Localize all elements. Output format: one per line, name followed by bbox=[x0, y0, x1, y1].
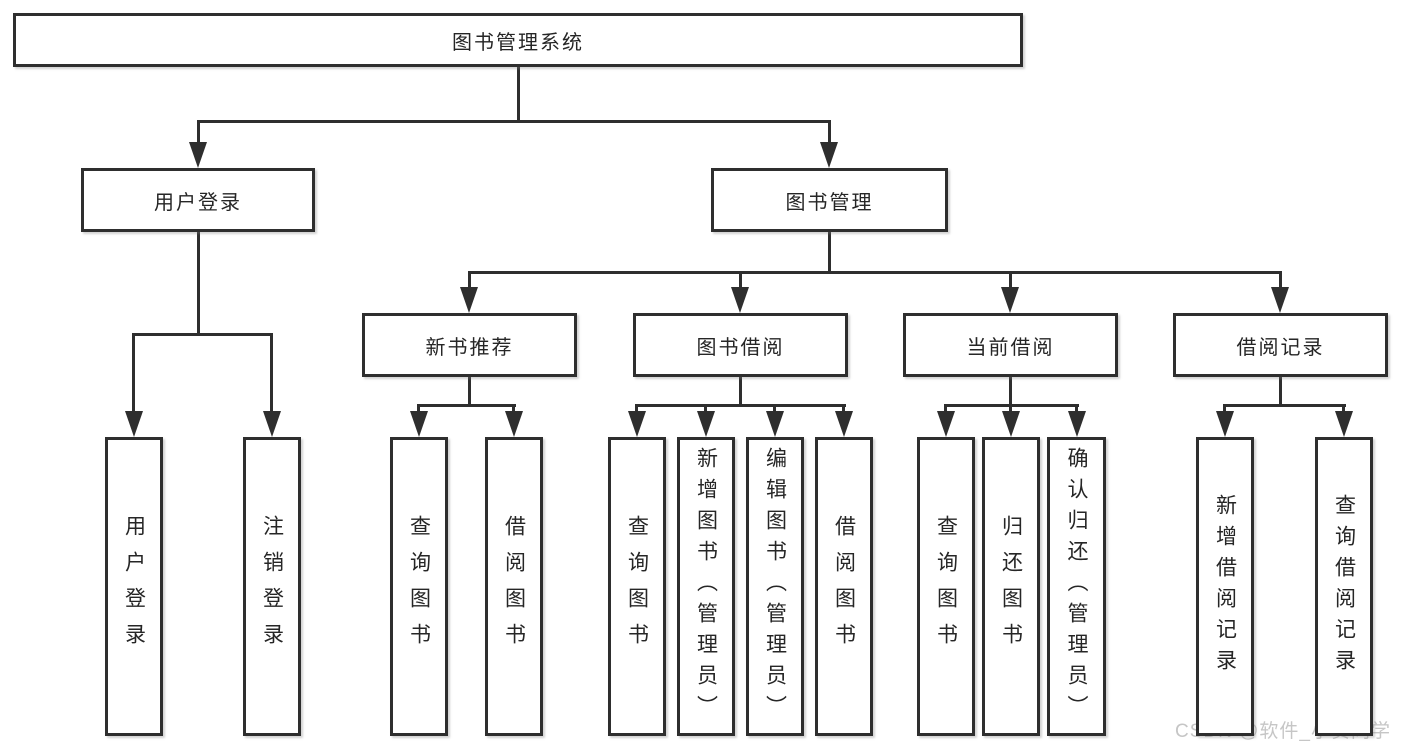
node-borrow-records: 借阅记录 bbox=[1173, 313, 1388, 377]
connector-line bbox=[197, 232, 200, 335]
arrowhead-down-icon bbox=[460, 287, 478, 313]
connector-line bbox=[417, 404, 420, 416]
node-book-management: 图书管理 bbox=[711, 168, 948, 232]
connector-line bbox=[517, 67, 520, 123]
node-label: 借阅图书 bbox=[502, 514, 526, 659]
node-label: 查询图书 bbox=[934, 514, 958, 659]
connector-line bbox=[944, 404, 947, 416]
node-new-book-recommend: 新书推荐 bbox=[362, 313, 577, 377]
node-label: 编辑图书（管理员） bbox=[763, 447, 787, 726]
connector-line bbox=[468, 271, 471, 289]
arrowhead-down-icon bbox=[1335, 411, 1353, 437]
node-label: 借阅记录 bbox=[1236, 336, 1325, 359]
node-label: 新增图书（管理员） bbox=[694, 447, 718, 726]
connector-line bbox=[1279, 377, 1282, 406]
connector-line bbox=[828, 120, 831, 144]
arrowhead-down-icon bbox=[1002, 411, 1020, 437]
node-label: 新增借阅记录 bbox=[1213, 493, 1237, 680]
connector-line bbox=[1009, 404, 1012, 416]
connector-line bbox=[1342, 404, 1345, 416]
arrowhead-down-icon bbox=[505, 411, 523, 437]
node-leaf-current-confirm-return: 确认归还（管理员） bbox=[1047, 437, 1106, 736]
arrowhead-down-icon bbox=[835, 411, 853, 437]
arrowhead-down-icon bbox=[410, 411, 428, 437]
connector-line bbox=[270, 333, 273, 413]
connector-line bbox=[635, 404, 846, 407]
connector-line bbox=[1009, 271, 1012, 289]
node-label: 新书推荐 bbox=[425, 336, 514, 359]
arrowhead-down-icon bbox=[937, 411, 955, 437]
node-label: 图书管理系统 bbox=[452, 31, 584, 54]
arrowhead-down-icon bbox=[1068, 411, 1086, 437]
connector-line bbox=[1279, 271, 1282, 289]
connector-line bbox=[704, 404, 707, 416]
connector-line bbox=[468, 377, 471, 406]
connector-line bbox=[739, 377, 742, 406]
node-label: 图书借阅 bbox=[696, 336, 785, 359]
node-leaf-borrow-borrow-book: 借阅图书 bbox=[815, 437, 873, 736]
arrowhead-down-icon bbox=[1001, 287, 1019, 313]
connector-line bbox=[773, 404, 776, 416]
arrowhead-down-icon bbox=[628, 411, 646, 437]
node-leaf-user-login: 用户登录 bbox=[105, 437, 163, 736]
connector-line bbox=[842, 404, 845, 416]
connector-line bbox=[197, 120, 200, 144]
node-label: 查询图书 bbox=[625, 514, 649, 659]
arrowhead-down-icon bbox=[731, 287, 749, 313]
connector-line bbox=[512, 404, 515, 416]
node-leaf-records-add-record: 新增借阅记录 bbox=[1196, 437, 1254, 736]
connector-line bbox=[1009, 377, 1012, 406]
node-leaf-recommend-borrow-book: 借阅图书 bbox=[485, 437, 543, 736]
connector-line bbox=[468, 271, 1282, 274]
node-label: 归还图书 bbox=[999, 514, 1023, 659]
node-label: 借阅图书 bbox=[832, 514, 856, 659]
connector-line bbox=[1223, 404, 1226, 416]
connector-line bbox=[1223, 404, 1346, 407]
node-label: 查询图书 bbox=[407, 514, 431, 659]
arrowhead-down-icon bbox=[697, 411, 715, 437]
arrowhead-down-icon bbox=[125, 411, 143, 437]
node-leaf-borrow-add-book: 新增图书（管理员） bbox=[677, 437, 735, 736]
node-label: 注销登录 bbox=[260, 514, 284, 659]
arrowhead-down-icon bbox=[263, 411, 281, 437]
connector-line bbox=[132, 333, 273, 336]
node-label: 用户登录 bbox=[122, 514, 146, 659]
connector-line bbox=[635, 404, 638, 416]
connector-line bbox=[417, 404, 516, 407]
arrowhead-down-icon bbox=[766, 411, 784, 437]
connector-line bbox=[132, 333, 135, 413]
arrowhead-down-icon bbox=[1216, 411, 1234, 437]
node-label: 确认归还（管理员） bbox=[1065, 447, 1088, 726]
node-book-borrow: 图书借阅 bbox=[633, 313, 848, 377]
node-leaf-current-return-book: 归还图书 bbox=[982, 437, 1040, 736]
connector-line bbox=[197, 120, 831, 123]
node-root: 图书管理系统 bbox=[13, 13, 1023, 67]
node-current-borrow: 当前借阅 bbox=[903, 313, 1118, 377]
node-leaf-records-query-record: 查询借阅记录 bbox=[1315, 437, 1373, 736]
node-leaf-current-query-book: 查询图书 bbox=[917, 437, 975, 736]
arrowhead-down-icon bbox=[189, 142, 207, 168]
node-leaf-borrow-edit-book: 编辑图书（管理员） bbox=[746, 437, 804, 736]
node-user-login: 用户登录 bbox=[81, 168, 315, 232]
arrowhead-down-icon bbox=[820, 142, 838, 168]
arrowhead-down-icon bbox=[1271, 287, 1289, 313]
node-label: 用户登录 bbox=[154, 191, 242, 214]
node-leaf-borrow-query-book: 查询图书 bbox=[608, 437, 666, 736]
node-leaf-recommend-query-book: 查询图书 bbox=[390, 437, 448, 736]
connector-line bbox=[1075, 404, 1078, 416]
connector-line bbox=[739, 271, 742, 289]
connector-line bbox=[828, 232, 831, 274]
node-leaf-logout: 注销登录 bbox=[243, 437, 301, 736]
node-label: 图书管理 bbox=[785, 191, 874, 214]
node-label: 当前借阅 bbox=[966, 336, 1055, 359]
node-label: 查询借阅记录 bbox=[1332, 493, 1356, 680]
